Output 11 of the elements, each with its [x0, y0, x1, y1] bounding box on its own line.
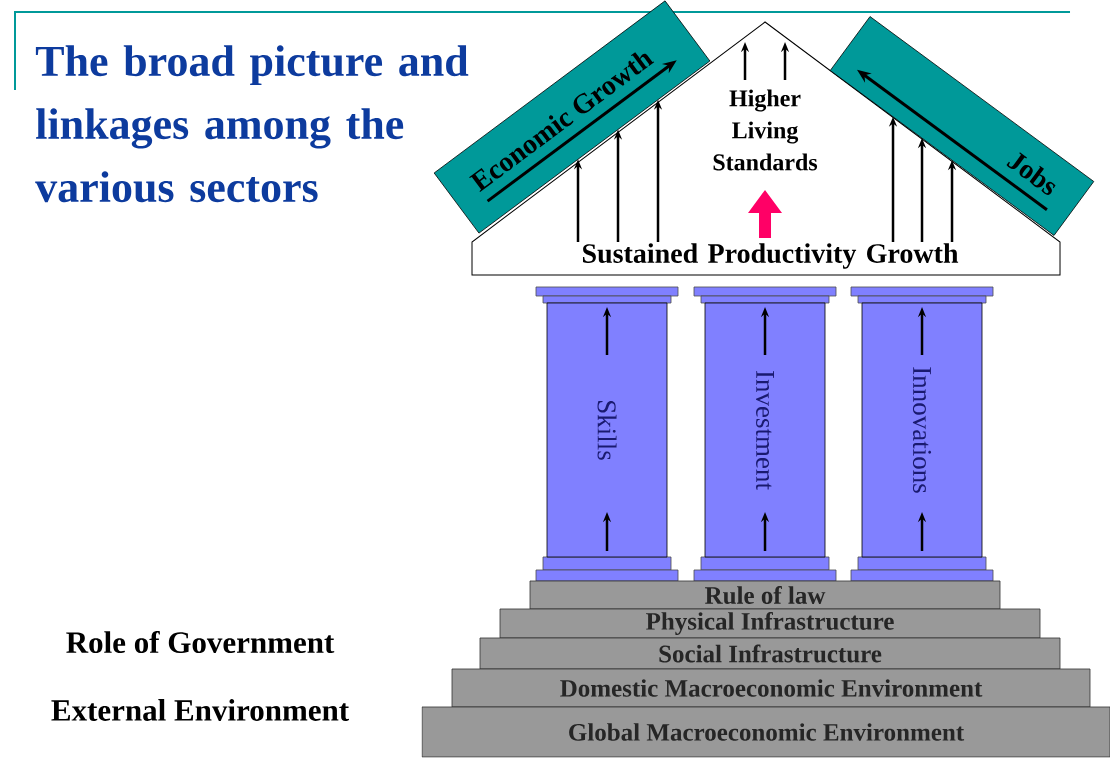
- side-label: External Environment: [51, 699, 349, 721]
- step: Social Infrastructure: [479, 637, 1061, 670]
- pillar: Innovations: [850, 286, 994, 582]
- pillar: Skills: [535, 286, 679, 582]
- side-label: Role of Government: [66, 630, 335, 654]
- step: Physical Infrastructure: [499, 608, 1041, 639]
- step: Rule of law: [529, 580, 1001, 610]
- pillar: Investment: [693, 286, 837, 582]
- roof-panel: Jobs: [829, 16, 1095, 236]
- step: Global Macroeconomic Environment: [421, 706, 1110, 758]
- step: Domestic Macroeconomic Environment: [451, 668, 1091, 708]
